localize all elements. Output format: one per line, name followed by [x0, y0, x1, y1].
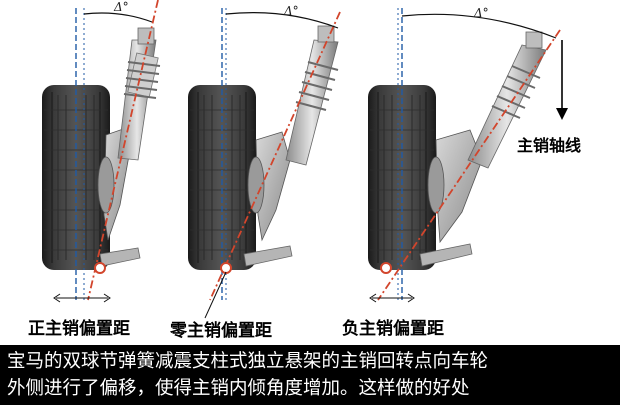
ground-point-3: [380, 262, 392, 274]
offset-arrows-3: [369, 293, 415, 303]
angle-arc-3: [401, 13, 557, 39]
angle-label-2: Δ°: [284, 4, 299, 18]
angle-label-3: Δ°: [474, 6, 489, 20]
positive-offset-label: 正主销偏置距: [28, 319, 130, 339]
negative-offset-label: 负主销偏置距: [342, 319, 444, 339]
strut-2: [285, 25, 339, 166]
knuckle-2: [247, 131, 291, 242]
caption-line-2: 外侧进行了偏移，使得主销内倾角度增加。这样做的好处: [7, 378, 470, 399]
kingpin-axis-3: [377, 29, 561, 301]
caption-banner: 宝马的双球节弹簧减震支柱式独立悬架的主销回转点向车轮 外侧进行了偏移，使得主销内…: [0, 345, 620, 405]
angle-arc-1: [83, 12, 153, 23]
kingpin-offset-diagram: [42, 0, 568, 319]
angle-label-1: Δ°: [114, 0, 129, 14]
kingpin-axis-1: [87, 0, 159, 301]
zero-offset-label: 零主销偏置距: [170, 321, 272, 341]
lower-arm-3: [419, 243, 473, 267]
assembly-positive-offset: [42, 0, 161, 303]
assembly-negative-offset: [368, 8, 568, 303]
assembly-zero-offset: [188, 8, 341, 319]
strut-1: [117, 27, 161, 161]
kingpin-axis-2: [209, 11, 341, 301]
angle-arc-2: [225, 12, 339, 29]
caption-line-1: 宝马的双球节弹簧减震支柱式独立悬架的主销回转点向车轮: [7, 351, 489, 372]
ground-point-2: [220, 262, 232, 274]
lower-arm-1: [99, 247, 141, 267]
ground-point-1: [94, 262, 106, 274]
offset-leader-2: [204, 271, 227, 319]
offset-arrows-1: [53, 293, 111, 303]
lower-arm-2: [243, 245, 293, 267]
kingpin-axis-label: 主销轴线: [517, 136, 582, 155]
kingpin-axis-pointer: [556, 40, 568, 120]
